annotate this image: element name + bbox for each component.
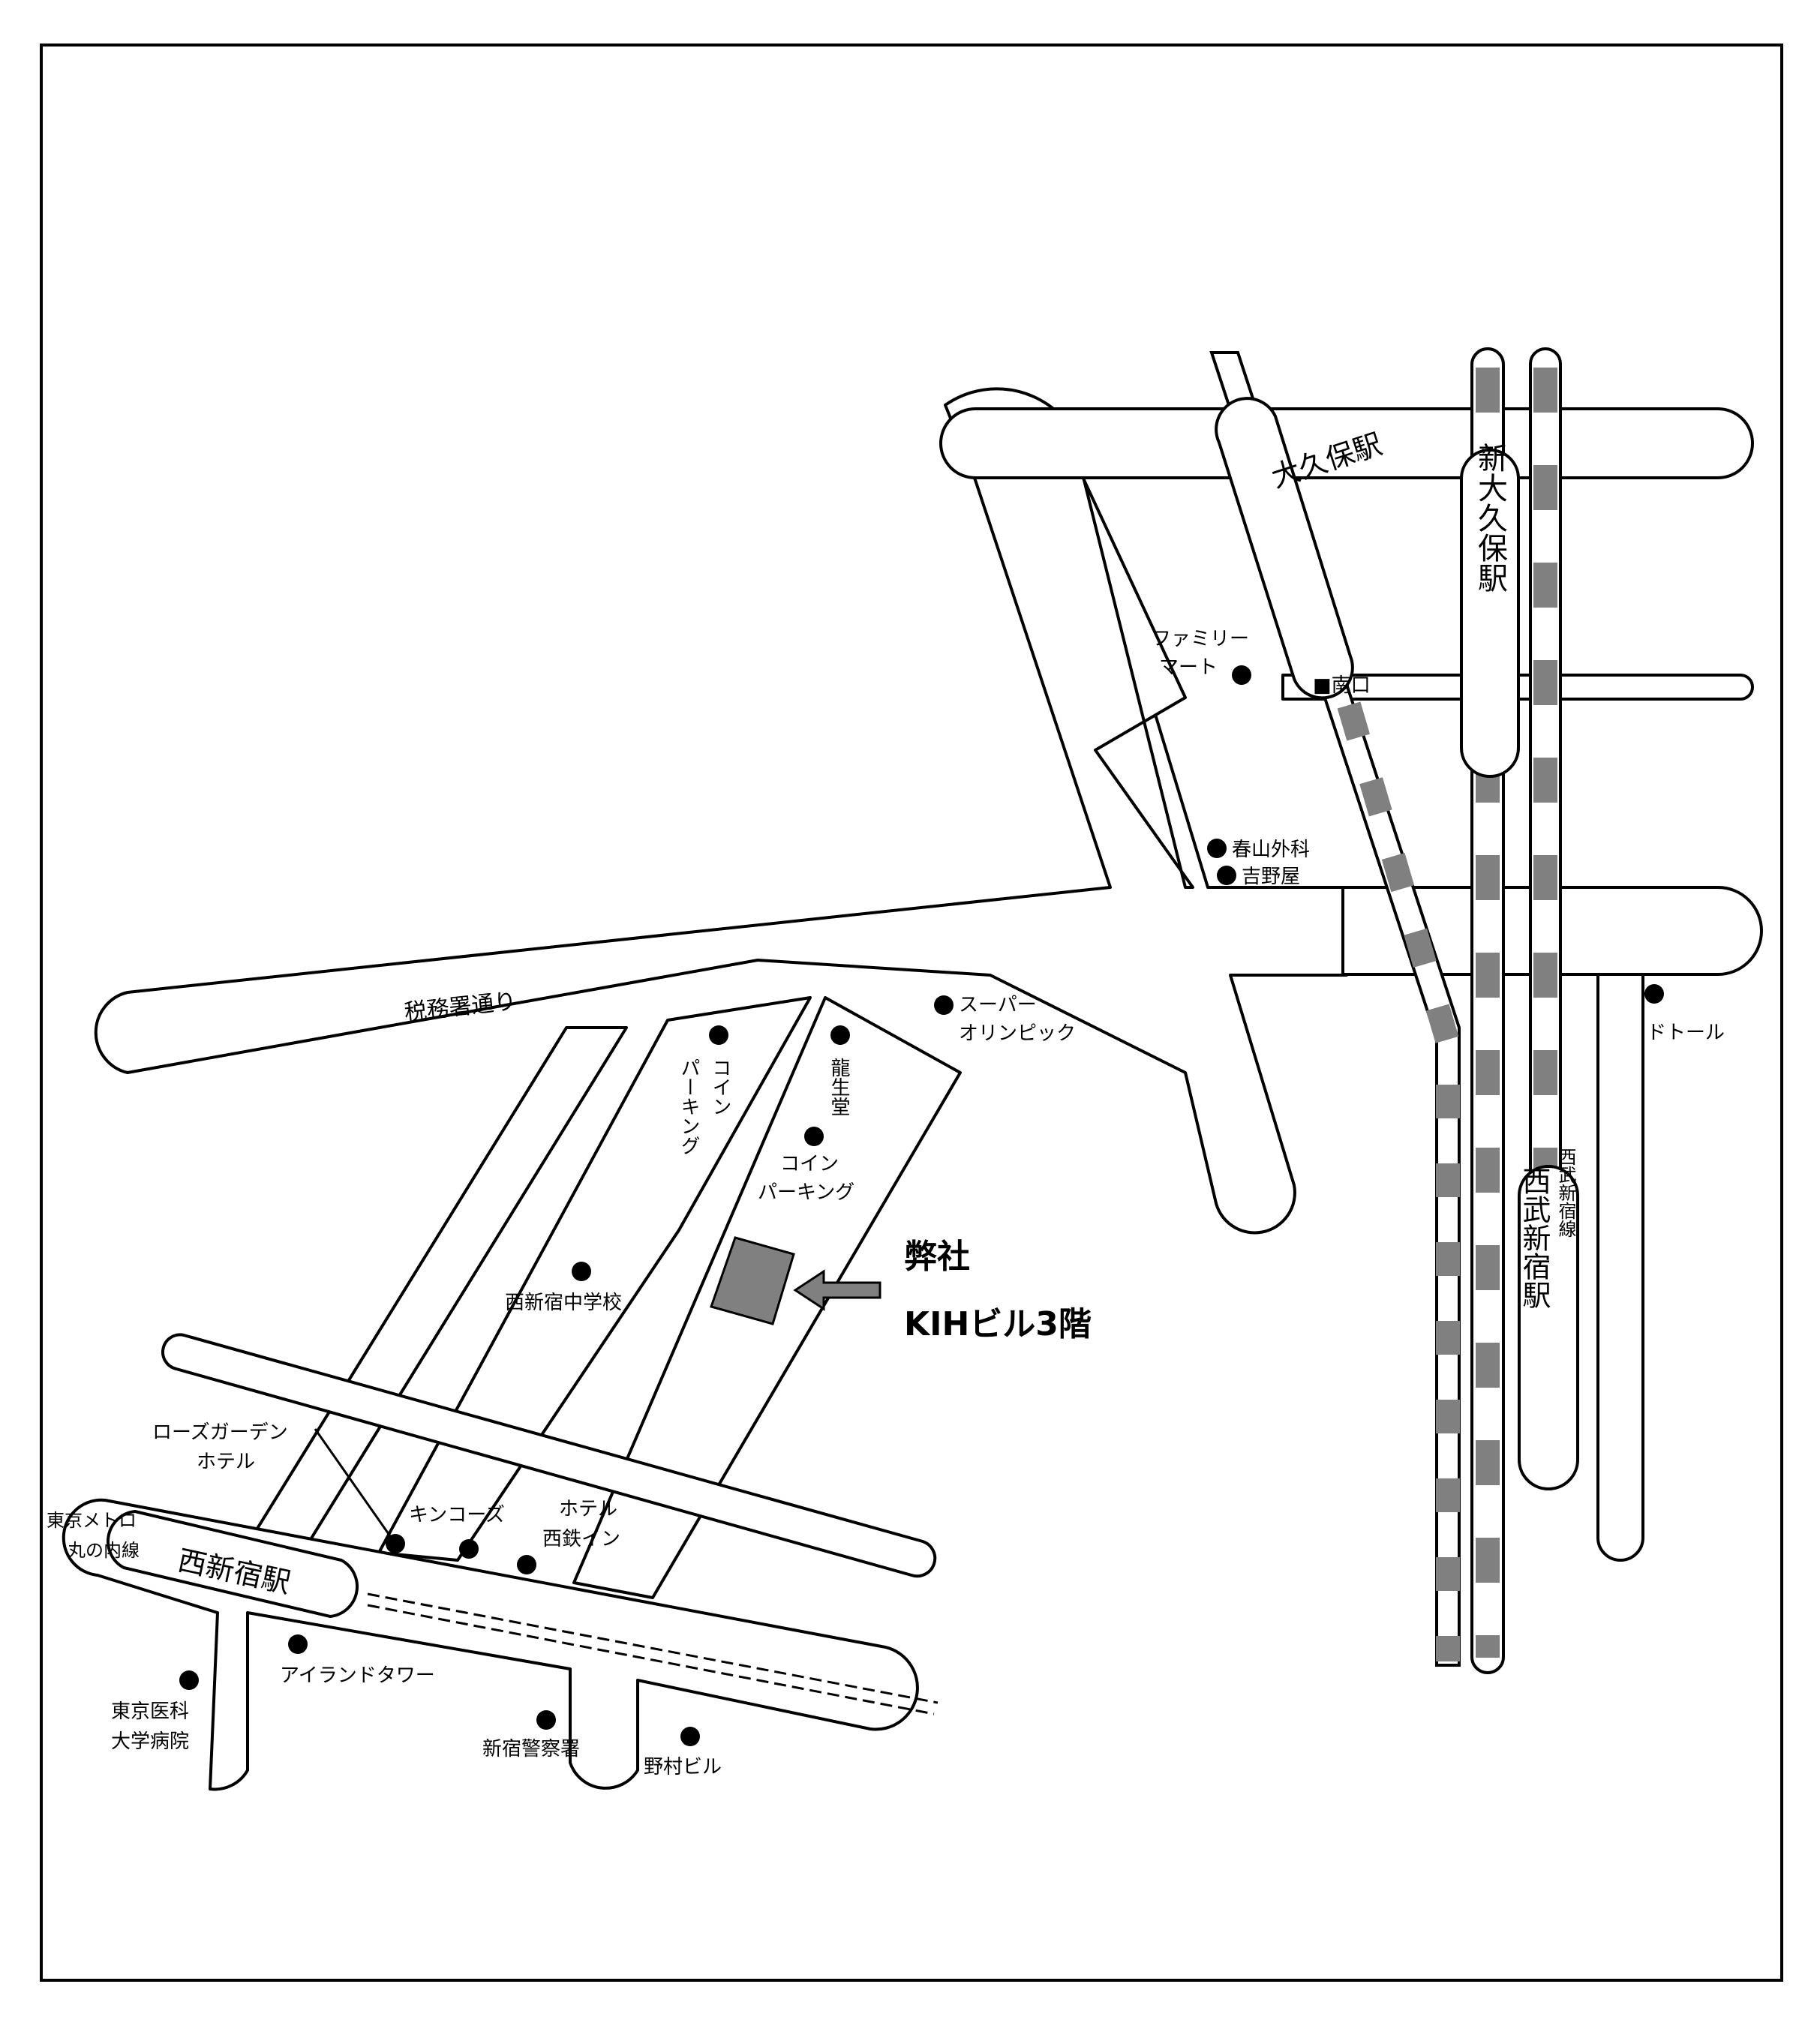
poi-kinkos-dot	[459, 1539, 479, 1559]
poi-school-dot	[572, 1262, 591, 1281]
poi-nishitetsu-1: ホテル	[559, 1498, 617, 1520]
poi-nishitetsu-dot	[517, 1555, 536, 1574]
station-metro-line-2: 丸の内線	[68, 1540, 140, 1561]
station-metro-line-1: 東京メトロ	[47, 1510, 137, 1531]
poi-nomura: 野村ビル	[644, 1756, 722, 1778]
poi-coin-parking-a-1: コイン	[709, 1058, 731, 1116]
road-cross-west	[161, 1333, 937, 1578]
poi-coin-parking-b-1: コイン	[780, 1153, 839, 1175]
poi-familymart-1: ファミリー	[1152, 628, 1249, 650]
poi-olympic-1: スーパー	[959, 994, 1037, 1016]
poi-rose-garden-leader	[314, 1428, 395, 1542]
poi-rose-garden-dot	[386, 1534, 405, 1553]
destination-building[interactable]	[710, 1236, 795, 1325]
poi-coin-parking-b-2: パーキング	[758, 1181, 854, 1204]
station-seibu-shinjuku[interactable]	[1518, 1165, 1579, 1490]
poi-hospital-dot	[179, 1670, 199, 1690]
station-okubo[interactable]	[1215, 397, 1354, 700]
road-zeimusho	[94, 387, 1393, 1235]
poi-police: 新宿警察署	[482, 1738, 580, 1760]
destination-line1: 弊社	[904, 1238, 970, 1276]
poi-island-tower: アイランドタワー	[280, 1664, 435, 1687]
station-shin-okubo-label: 新大久保駅	[1473, 443, 1508, 593]
poi-doutor: ドトール	[1647, 1022, 1725, 1044]
poi-familymart-2: マート	[1159, 656, 1218, 679]
road-okubo-diagonal	[1083, 479, 1194, 889]
poi-coin-parking-a-2: パーキング	[677, 1058, 700, 1155]
poi-police-dot	[536, 1710, 556, 1730]
poi-kinkos: キンコーズ	[409, 1504, 505, 1526]
poi-doutor-dot	[1644, 984, 1664, 1004]
poi-familymart-dot	[1232, 665, 1251, 685]
road-doutor	[1596, 973, 1644, 1562]
destination[interactable]: 弊社 KIHビル3階	[710, 1236, 1092, 1343]
landmarks: ファミリー マート 春山外科 吉野屋 スーパー オリンピック ドトール コイン …	[111, 628, 1725, 1778]
station-seibu-label: 西武新宿駅	[1518, 1166, 1551, 1309]
poi-hospital-2: 大学病院	[111, 1730, 189, 1753]
poi-nomura-dot	[680, 1727, 700, 1746]
poi-school: 西新宿中学校	[505, 1292, 622, 1314]
station-shin-okubo[interactable]	[1460, 449, 1520, 778]
poi-island-tower-dot	[288, 1634, 308, 1654]
rail-marunouchi	[367, 1592, 939, 1715]
poi-coin-parking-a-dot	[709, 1025, 728, 1045]
poi-yoshinoya-dot	[1217, 866, 1236, 885]
poi-nishitetsu-2: 西鉄イン	[542, 1528, 620, 1550]
poi-ryuseido: 龍生堂	[827, 1058, 850, 1116]
poi-rose-garden-2: ホテル	[197, 1451, 255, 1473]
poi-rose-garden-1: ローズガーデン	[152, 1421, 288, 1444]
arrow-left-icon	[793, 1269, 881, 1311]
destination-line2: KIHビル3階	[904, 1305, 1092, 1343]
station-seibu-line-label: 西武新宿線	[1555, 1148, 1576, 1238]
poi-coin-parking-b-dot	[804, 1127, 824, 1146]
poi-ryuseido-dot	[830, 1025, 850, 1045]
poi-olympic-dot	[934, 995, 954, 1015]
stations: 大久保駅 ■南口 新大久保駅 西武新宿線 西武新宿駅 西新宿駅 東京メトロ 丸の…	[47, 397, 1579, 1619]
station-nishi-shinjuku[interactable]	[107, 1509, 359, 1619]
poi-haruyama: 春山外科	[1232, 839, 1310, 861]
poi-hospital-1: 東京医科	[111, 1700, 189, 1723]
poi-yoshinoya: 吉野屋	[1242, 866, 1300, 888]
poi-haruyama-dot	[1207, 839, 1227, 858]
poi-olympic-2: オリンピック	[959, 1022, 1076, 1045]
station-okubo-exit: ■南口	[1313, 674, 1371, 697]
